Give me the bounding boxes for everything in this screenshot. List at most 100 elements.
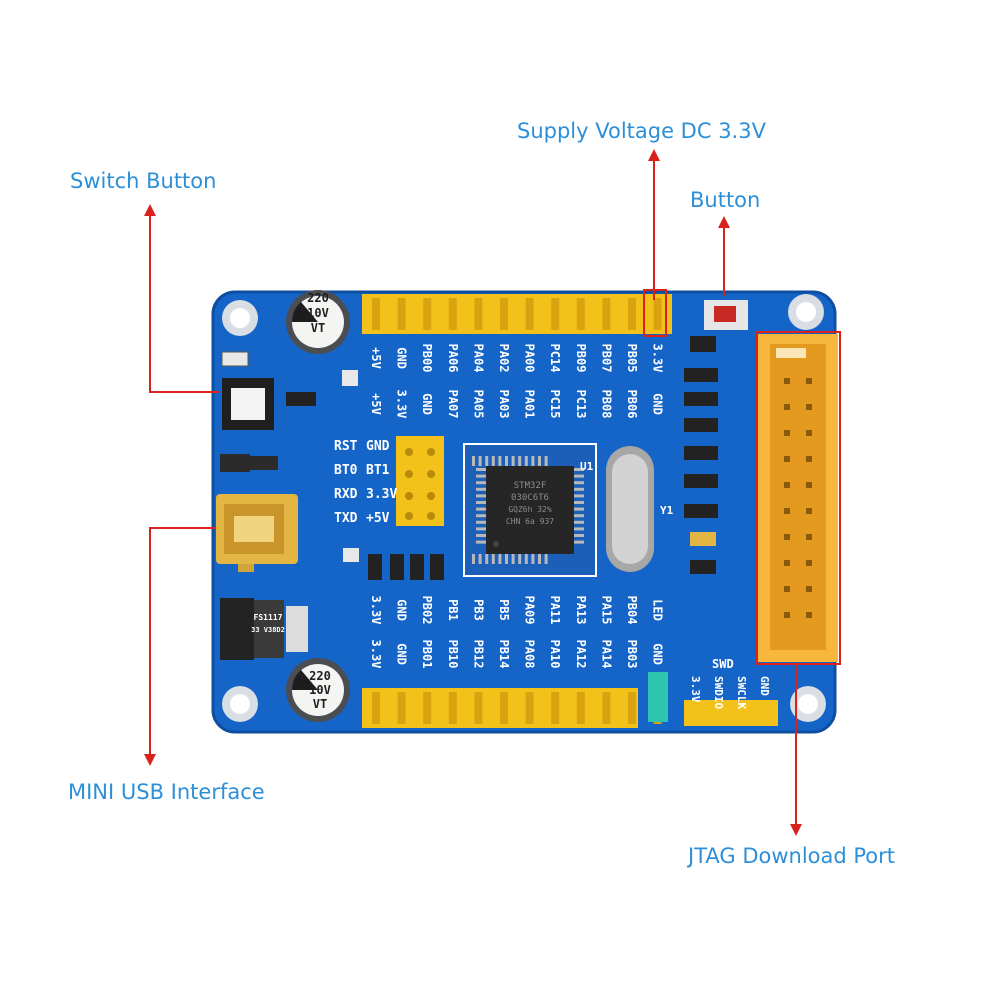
pin-label: PA09 [523, 596, 537, 625]
header-pin [372, 298, 380, 330]
pin-label: PB04 [625, 596, 639, 625]
smd-components-left [220, 351, 359, 562]
cap-text: VT [313, 697, 327, 711]
swd-pin-label: SWDIO [712, 676, 725, 709]
mounting-hole [222, 686, 258, 722]
mounting-hole [788, 294, 824, 330]
header-pin [628, 298, 636, 330]
header-pin [474, 692, 483, 724]
pin-label: PB09 [574, 344, 588, 373]
reg-text: FS1117 [254, 613, 283, 622]
switch-button[interactable] [222, 378, 274, 430]
pin-label: PA02 [497, 344, 511, 373]
swd-pin-label: GND [758, 676, 771, 696]
pin-label: PB06 [625, 390, 639, 419]
boot-jumper-block [396, 436, 444, 526]
jtag-pin [806, 482, 812, 488]
jtag-pin [806, 508, 812, 514]
cap-text: 220 [307, 291, 329, 305]
jtag-pin [784, 482, 790, 488]
boot-label: 3.3V [366, 487, 397, 502]
jtag-pin [806, 586, 812, 592]
chip-text: STM32F [514, 481, 547, 491]
pin-label: PB12 [471, 640, 485, 669]
reset-button[interactable] [704, 300, 748, 330]
swd-header: SWD [648, 657, 778, 726]
mcu-chip: STM32F 030C6T6 GQZ6h 32% CHN 6a 937 U1 [463, 443, 597, 577]
jtag-pin [784, 534, 790, 540]
jtag-pin [784, 378, 790, 384]
chip-text: 030C6T6 [511, 493, 549, 503]
callout-arrows [144, 149, 841, 836]
pin-label: PC13 [574, 390, 588, 419]
header-pin [448, 298, 457, 330]
jtag-pin [784, 560, 790, 566]
header-pin [525, 298, 534, 330]
chip-text: GQZ6h 32% [508, 505, 552, 514]
electrolytic-capacitor-bottom: 220 10V VT [286, 658, 350, 722]
header-pin [448, 692, 457, 724]
header-pin [500, 298, 508, 330]
swd-pin-label: SWCLK [735, 676, 748, 709]
jtag-pin [806, 404, 812, 410]
chip-label: U1 [580, 460, 594, 473]
header-pin [423, 298, 432, 330]
mounting-hole [790, 686, 826, 722]
jtag-label: JTAG Download Port [688, 844, 896, 868]
header-pin [397, 298, 406, 330]
header-pin [525, 692, 534, 724]
header-pin [474, 298, 483, 330]
header-pin [397, 692, 406, 724]
smd-resistors [368, 336, 718, 580]
jtag-pin [806, 456, 812, 462]
jtag-pin [784, 430, 790, 436]
header-pin [602, 692, 611, 724]
pin-label: +5V [369, 347, 383, 369]
pin-label: PB02 [420, 596, 434, 625]
cap-text: 10V [307, 306, 329, 320]
pin-label: PA14 [599, 640, 613, 669]
jtag-pin [806, 378, 812, 384]
mini-usb-connector[interactable] [216, 494, 298, 572]
pin-label: PA15 [599, 596, 613, 625]
jtag-pin [784, 404, 790, 410]
cap-text: VT [311, 321, 325, 335]
pin-label: 3.3V [651, 344, 665, 373]
boot-label: GND [366, 439, 390, 454]
pin-label: +5V [369, 393, 383, 415]
pin-label: PC14 [548, 344, 562, 373]
swd-label: SWD [712, 657, 734, 671]
pin-label: PB08 [599, 390, 613, 419]
pin-label: PA10 [548, 640, 562, 669]
supply-voltage-label: Supply Voltage DC 3.3V [517, 119, 766, 143]
pin-label: PA01 [523, 390, 537, 419]
cap-text: 220 [309, 669, 331, 683]
boot-label: TXD [334, 511, 358, 526]
pin-label: PB1 [446, 599, 460, 621]
header-pin [551, 298, 560, 330]
pin-label: PB05 [625, 344, 639, 373]
header-pin [500, 692, 508, 724]
jtag-connector[interactable] [758, 334, 838, 662]
jtag-pin [806, 534, 812, 540]
pin-label: 3.3V [395, 390, 409, 419]
header-pin [551, 692, 560, 724]
jtag-pin [784, 508, 790, 514]
crystal-label: Y1 [660, 504, 674, 517]
boot-label: +5V [366, 511, 390, 526]
jtag-pin [806, 560, 812, 566]
pin-label: PB3 [471, 599, 485, 621]
pin-label: PB14 [497, 640, 511, 669]
boot-label: BT1 [366, 463, 390, 478]
pin-label: PB07 [599, 344, 613, 373]
pin-label: PA12 [574, 640, 588, 669]
boot-label: RST [334, 439, 358, 454]
pin-label: LED [651, 599, 665, 621]
button-label: Button [690, 188, 761, 212]
mounting-hole [222, 300, 258, 336]
cap-text: 10V [309, 683, 331, 697]
